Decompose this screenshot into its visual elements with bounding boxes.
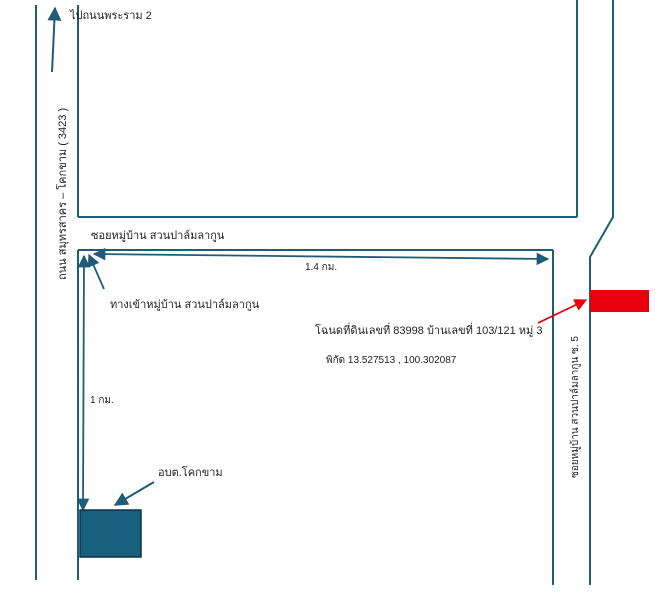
label-soi-5: ซอยหมู่บ้าน สวนปาล์มลากูน ซ. 5 bbox=[569, 336, 581, 478]
label-entrance: ทางเข้าหมู่บ้าน สวนปาล์มลากูน bbox=[110, 298, 260, 311]
entrance-arrow bbox=[87, 253, 105, 290]
label-distance-1-4km: 1.4 กม. bbox=[305, 262, 337, 273]
obt-arrow bbox=[113, 481, 155, 506]
distance-arrow-1km bbox=[76, 254, 91, 512]
obt-building bbox=[79, 509, 142, 558]
property-marker bbox=[590, 290, 649, 312]
label-to-rama2: ไปถนนพระราม 2 bbox=[69, 9, 152, 22]
label-main-road: ถนน สมุทรสาคร – โคกขาม ( 3423 ) bbox=[55, 108, 69, 280]
distance-arrow-1-4km bbox=[92, 247, 550, 266]
label-distance-1km: 1 กม. bbox=[90, 395, 114, 406]
label-soi-village: ซอยหมู่บ้าน สวนปาล์มลากูน bbox=[91, 229, 225, 242]
property-red-arrow bbox=[537, 299, 588, 324]
right-road-edge bbox=[589, 0, 614, 585]
to-rama2-arrow bbox=[47, 6, 62, 73]
label-coordinates: พิกัด 13.527513 , 100.302087 bbox=[326, 355, 457, 366]
label-deed: โฉนดที่ดินเลขที่ 83998 บ้านเลขที่ 103/12… bbox=[315, 322, 542, 337]
label-obt: อบต.โคกขาม bbox=[158, 465, 223, 479]
